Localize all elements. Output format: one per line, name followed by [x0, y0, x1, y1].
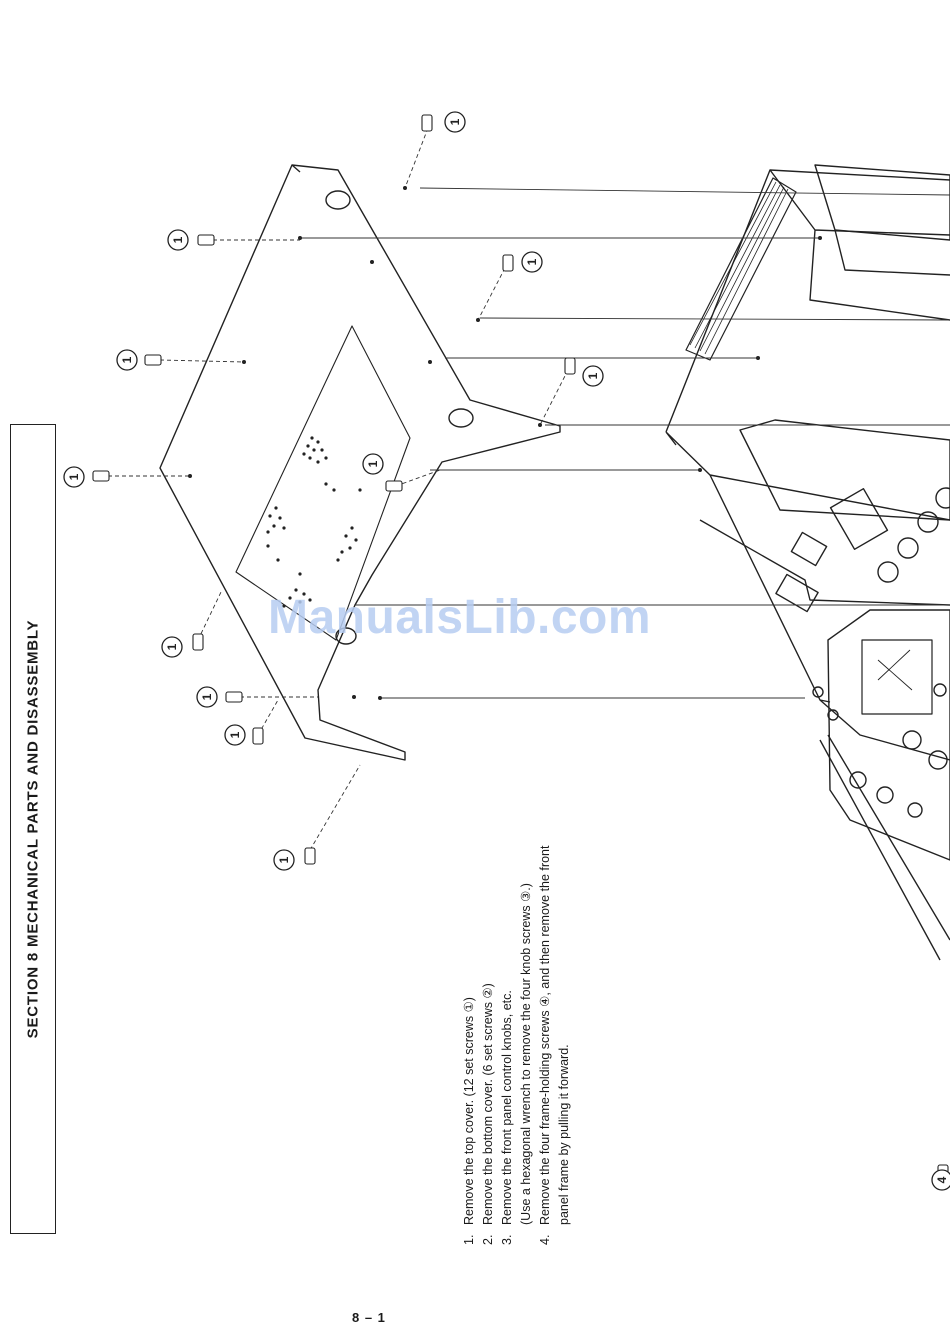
chassis: [665, 169, 950, 703]
front-panel: [827, 609, 950, 861]
step-text: Remove the front panel control knobs, et…: [500, 990, 514, 1225]
step-number: 3.: [500, 1234, 514, 1245]
step-text: Remove the four frame-holding screws ④, …: [538, 845, 571, 1225]
svg-text:1: 1: [525, 258, 539, 265]
step-item: 4. Remove the four frame-holding screws ④…: [536, 845, 574, 1245]
step-note: (Use a hexagonal wrench to remove the fo…: [519, 883, 533, 1225]
svg-text:1: 1: [228, 731, 242, 738]
svg-text:1: 1: [120, 356, 134, 363]
step-item: 2. Remove the bottom cover. (6 set screws…: [479, 845, 498, 1245]
top-cover: [159, 164, 561, 761]
vent-panel: [235, 325, 411, 641]
step-item: 3. Remove the front panel control knobs, …: [498, 845, 536, 1245]
section-title: SECTION 8 MECHANICAL PARTS AND DISASSEMB…: [24, 619, 42, 1039]
callout-screw-4: 4: [931, 1169, 950, 1191]
screw-icon: [564, 357, 576, 375]
screw-icon: [197, 234, 215, 246]
callout-screw-1: 1: [116, 349, 138, 371]
step-text: Remove the bottom cover. (6 set screws ②…: [481, 983, 495, 1225]
screw-icon: [304, 847, 316, 865]
callout-screw-1: 1: [362, 453, 384, 475]
screw-icon: [92, 470, 110, 482]
svg-text:1: 1: [277, 856, 291, 863]
callout-screw-1: 1: [273, 849, 295, 871]
svg-text:1: 1: [165, 643, 179, 650]
svg-text:1: 1: [171, 236, 185, 243]
svg-text:1: 1: [586, 372, 600, 379]
step-number: 2.: [481, 1234, 495, 1245]
svg-text:1: 1: [67, 473, 81, 480]
callout-screw-1: 1: [521, 251, 543, 273]
step-number: 4.: [538, 1234, 552, 1245]
step-item: 1. Remove the top cover. (12 set screws ①…: [460, 845, 479, 1245]
callout-screw-1: 1: [63, 466, 85, 488]
disassembly-steps: 1. Remove the top cover. (12 set screws ①…: [460, 846, 574, 1245]
callout-screw-1: 1: [161, 636, 183, 658]
screw-icon: [144, 354, 162, 366]
step-text: Remove the top cover. (12 set screws ①): [462, 997, 476, 1225]
callout-screw-1: 1: [444, 111, 466, 133]
page-number: 8 – 1: [352, 1310, 386, 1325]
svg-text:1: 1: [366, 460, 380, 467]
watermark: ManualsLib.com: [268, 591, 652, 644]
screw-icon: [421, 114, 433, 132]
svg-text:1: 1: [448, 118, 462, 125]
screw-icon: [225, 691, 243, 703]
callout-screw-1: 1: [196, 686, 218, 708]
screw-icon: [192, 633, 204, 651]
heat-sink: [685, 177, 797, 361]
callout-screw-1: 1: [224, 724, 246, 746]
svg-text:1: 1: [200, 693, 214, 700]
callout-screw-1: 1: [582, 365, 604, 387]
callout-screw-1: 1: [167, 229, 189, 251]
svg-text:4: 4: [935, 1176, 949, 1183]
step-number: 1.: [462, 1234, 476, 1245]
screw-icon: [385, 480, 403, 492]
section-title-box: [10, 424, 56, 1234]
screw-icon: [502, 254, 514, 272]
screw-icon: [252, 727, 264, 745]
